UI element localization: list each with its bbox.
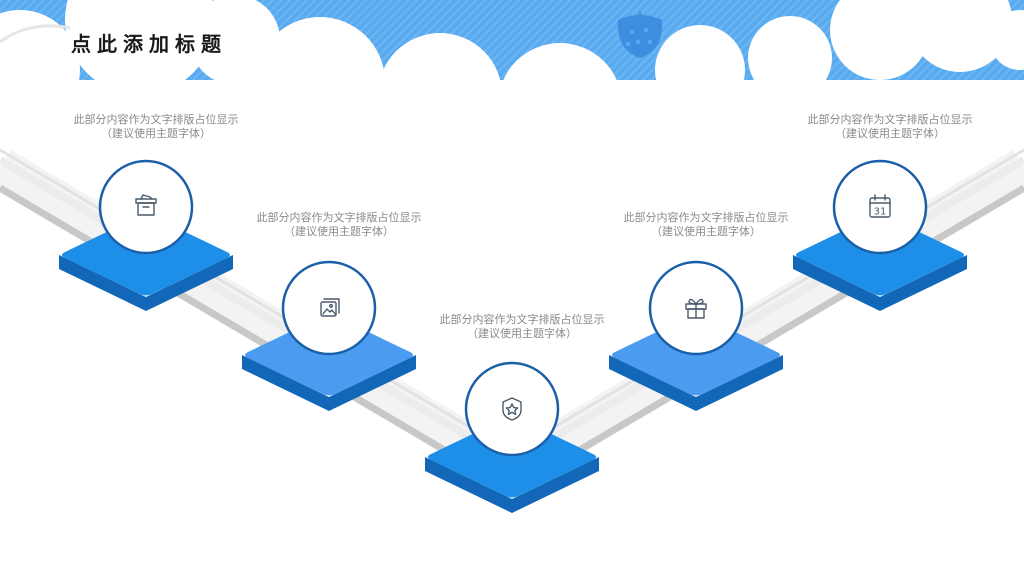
step-2 (242, 260, 416, 411)
step-badge (464, 361, 560, 457)
step-caption: 此部分内容作为文字排版占位显示（建议使用主题字体） (780, 113, 1000, 141)
tile-side (793, 255, 967, 311)
caption-line: 此部分内容作为文字排版占位显示 (439, 313, 605, 326)
archive-box-icon (135, 194, 157, 216)
calendar-day-number: 31 (874, 207, 887, 218)
step-caption: 此部分内容作为文字排版占位显示（建议使用主题字体） (229, 211, 449, 239)
caption-note: （建议使用主题字体） (835, 127, 945, 140)
page-title: 点此添加标题 (71, 32, 227, 56)
step-4 (609, 260, 783, 411)
step-badge (832, 159, 928, 255)
caption-line: 此部分内容作为文字排版占位显示 (623, 211, 789, 224)
step-caption: 此部分内容作为文字排版占位显示（建议使用主题字体） (412, 313, 632, 341)
cloud-outline (0, 24, 71, 44)
calendar-icon: 31 (869, 194, 891, 218)
step-5: 31 (793, 159, 967, 311)
shield-star-icon (502, 397, 522, 421)
caption-note: （建议使用主题字体） (651, 225, 761, 238)
image-gallery-icon (320, 298, 340, 317)
step-caption: 此部分内容作为文字排版占位显示（建议使用主题字体） (46, 113, 266, 141)
step-3 (425, 361, 599, 513)
caption-line: 此部分内容作为文字排版占位显示 (807, 113, 973, 126)
step-tiles: 31 (59, 159, 967, 513)
tile-side (242, 355, 416, 411)
caption-note: （建议使用主题字体） (467, 327, 577, 340)
gift-icon (685, 298, 707, 319)
caption-line: 此部分内容作为文字排版占位显示 (73, 113, 239, 126)
strawberry-icon (617, 10, 663, 58)
tile-top (428, 416, 596, 498)
tile-top (796, 214, 964, 296)
step-caption: 此部分内容作为文字排版占位显示（建议使用主题字体） (596, 211, 816, 239)
tile-side (59, 255, 233, 311)
caption-note: （建议使用主题字体） (101, 127, 211, 140)
step-1 (59, 159, 233, 311)
caption-note: （建议使用主题字体） (284, 225, 394, 238)
caption-line: 此部分内容作为文字排版占位显示 (256, 211, 422, 224)
cloud-border (0, 0, 1024, 170)
tile-side (425, 457, 599, 513)
tile-side (609, 355, 783, 411)
tile-top (62, 214, 230, 296)
step-badge (281, 260, 377, 356)
